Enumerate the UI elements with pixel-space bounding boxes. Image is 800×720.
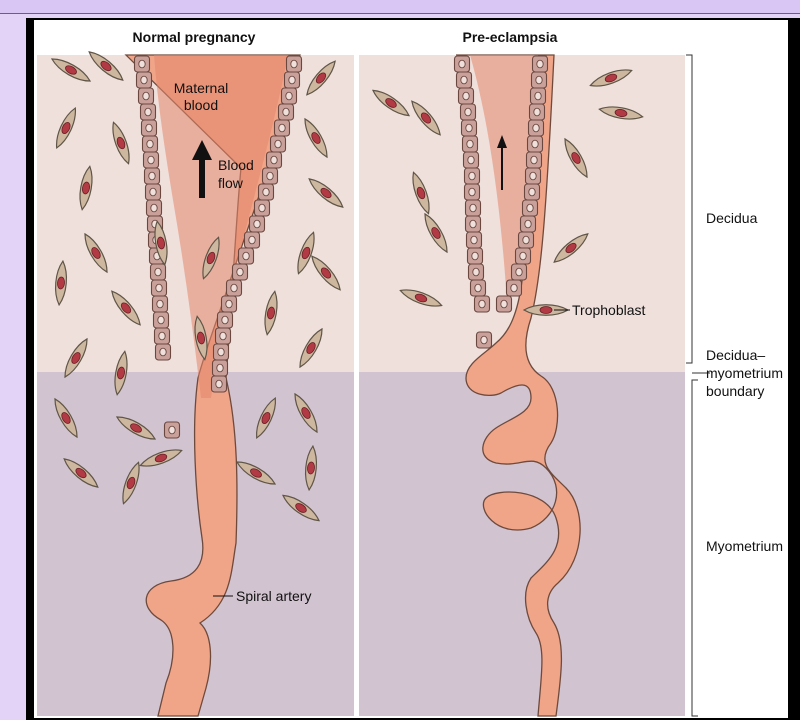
panel-divider — [354, 55, 359, 716]
maternal-blood-label-1: Maternal — [174, 80, 228, 96]
boundary-label-3: boundary — [706, 383, 764, 399]
panel-title-preeclampsia: Pre-eclampsia — [463, 29, 558, 45]
blood-flow-label-2: flow — [218, 175, 244, 191]
top-bar — [0, 0, 800, 14]
myometrium-label: Myometrium — [706, 538, 783, 554]
trophoblast-label: Trophoblast — [572, 302, 646, 318]
decidua-label: Decidua — [706, 210, 758, 226]
diagram-canvas: Normal pregnancy Pre-eclampsia — [26, 18, 800, 720]
panel-title-normal: Normal pregnancy — [133, 29, 256, 45]
spiral-artery-label: Spiral artery — [236, 588, 311, 604]
boundary-label-1: Decidua– — [706, 347, 765, 363]
maternal-blood-label-2: blood — [184, 97, 218, 113]
boundary-label-2: myometrium — [706, 365, 783, 381]
blood-flow-label-1: Blood — [218, 157, 254, 173]
